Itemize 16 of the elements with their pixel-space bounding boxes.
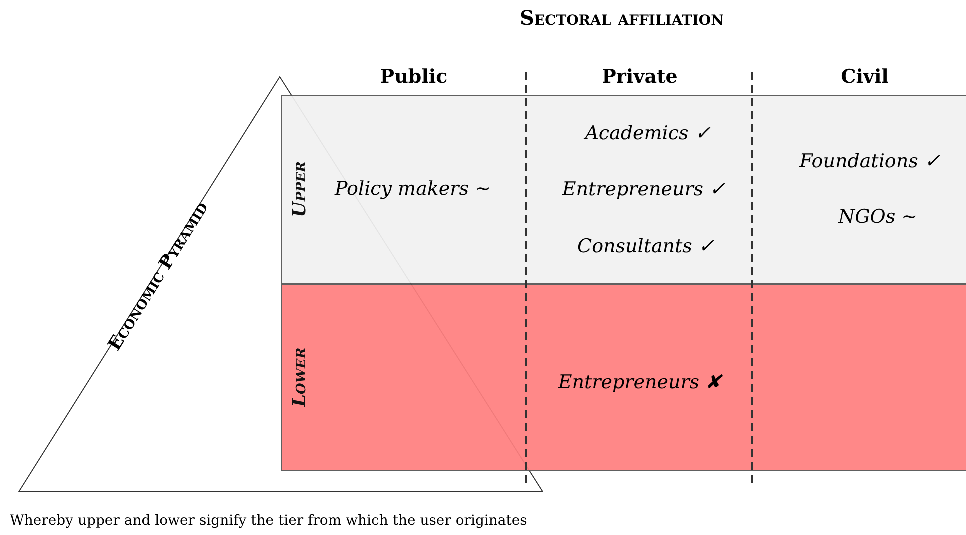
actor-entry: Policy makers ~ [335, 178, 491, 200]
column-header: Civil [841, 66, 889, 88]
column-header: Public [380, 66, 448, 88]
tier-label: Upper [290, 160, 310, 219]
diagram-title: Sectoral affiliation [520, 6, 724, 30]
lower-tier-band [281, 284, 966, 471]
actor-entry: Entrepreneurs ✓ [562, 178, 726, 200]
actor-entry: Academics ✓ [585, 122, 711, 144]
tier-label: Lower [290, 347, 310, 407]
actor-entry: Entrepreneurs ✘ [558, 370, 722, 394]
upper-tier-band [281, 95, 966, 284]
actor-entry: Foundations ✓ [800, 150, 940, 172]
column-header: Private [602, 66, 678, 88]
actor-entry: NGOs ~ [838, 206, 918, 228]
actor-entry: Consultants ✓ [578, 234, 714, 258]
caption: Whereby upper and lower signify the tier from which the user originates [10, 513, 528, 529]
